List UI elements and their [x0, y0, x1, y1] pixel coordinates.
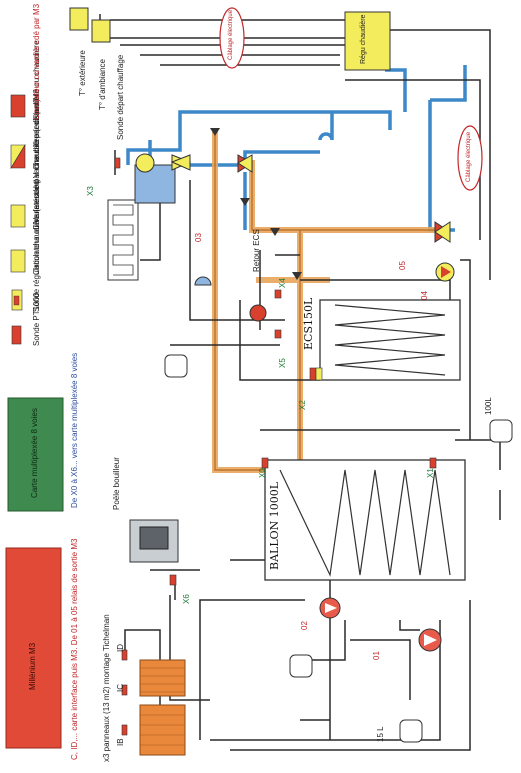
legend-swatch-pt1000 [11, 325, 22, 345]
pt1000-sensors [114, 157, 437, 736]
check-valve-4 [292, 272, 302, 280]
label-retour-ecs: Retour ECS [252, 229, 261, 272]
multiplex-label: Carte multiplexée 8 voies [30, 408, 39, 498]
note-m3: C, ID,... carte interface puis M3. De 01… [70, 538, 79, 760]
note-multiplex: De X0 à X6... vers carte multiplexée 8 v… [70, 352, 79, 508]
label-o05: 05 [398, 261, 407, 270]
label-o03: 03 [194, 233, 203, 242]
label-cablage-top: Câblage électrique [228, 9, 234, 60]
label-x0: X0 [258, 468, 267, 478]
ecs-expansion-vessel [194, 276, 212, 286]
label-t-ambiance: T° d'ambiance [98, 59, 107, 110]
check-valve-2 [240, 198, 250, 206]
label-panel-id: ID [116, 644, 125, 652]
multiplex-card [7, 397, 64, 512]
ecs-valve-box [164, 354, 188, 378]
tank-ballon-1000l [264, 459, 466, 581]
label-tank-1000: BALLON 1000L [268, 481, 281, 570]
label-x2: X2 [298, 400, 307, 410]
label-x6: X6 [182, 594, 191, 604]
vessel-100l [489, 419, 513, 443]
solar-panel-ib [139, 704, 186, 756]
label-t-exterieure: T° extérieure [78, 50, 87, 96]
legend-swatch-circ-chaudiere [10, 204, 26, 228]
label-o01: 01 [372, 651, 381, 660]
vessel-15l [399, 719, 423, 743]
label-panel-ib: IB [116, 738, 125, 746]
blue-pipes [126, 65, 467, 232]
legend-swatch-circ-existant [10, 249, 26, 273]
label-x3: X3 [86, 186, 95, 196]
legend-label-m3: Circulateur ou vanne cdé par M3 [32, 3, 41, 120]
label-x5: X5 [278, 358, 287, 368]
vessel-bottom-1 [289, 654, 313, 678]
label-vessel-100: 100L [484, 397, 493, 415]
label-stove: Poële bouilleur [112, 457, 121, 510]
cablage-cloud-right [457, 125, 483, 191]
cablage-cloud-top [219, 7, 245, 69]
sensor-x2 [309, 367, 317, 381]
millenium-label: Millénium M3 [28, 642, 37, 690]
solar-panel-ic [139, 659, 186, 697]
legend [10, 94, 26, 345]
sensor-x1 [429, 457, 437, 469]
check-valve-3 [270, 228, 280, 236]
boiler-regulator [344, 11, 391, 71]
millenium-m3-box [5, 547, 62, 749]
sensor-x6 [169, 574, 177, 586]
label-vessel-15: 15 L [376, 726, 385, 742]
legend-swatch-m3 [10, 94, 26, 118]
floor-heating-coil [107, 199, 139, 281]
label-boiler-regulator: Régu chaudière [360, 14, 367, 64]
sensor-x3 [114, 157, 121, 169]
label-cablage-right: Câblage électrique [466, 131, 472, 182]
sensor-x0 [261, 457, 269, 469]
label-o04: 04 [420, 291, 429, 300]
check-valve-1 [210, 128, 220, 136]
label-tank-ecs: ECS150L [302, 297, 315, 350]
label-x1: X1 [426, 468, 435, 478]
legend-swatch-m3-or-chaudiere [10, 143, 26, 169]
label-panel-ic: IC [116, 684, 125, 692]
legend-swatch-sonde-reg [13, 295, 20, 306]
label-panels-caption: x3 panneaux (13 m2) montage Tichelman [102, 614, 111, 762]
label-x4: X4 [278, 278, 287, 288]
sensor-t-ambiance [91, 19, 111, 43]
label-o02: 02 [300, 621, 309, 630]
sensor-x4 [274, 289, 282, 299]
label-sonde-depart: Sonde départ chauffage [116, 54, 125, 140]
sensor-x5 [274, 329, 282, 339]
sensor-t-exterieure [69, 7, 89, 31]
ecs-circulator [249, 304, 267, 322]
heating-circulator [135, 153, 155, 173]
